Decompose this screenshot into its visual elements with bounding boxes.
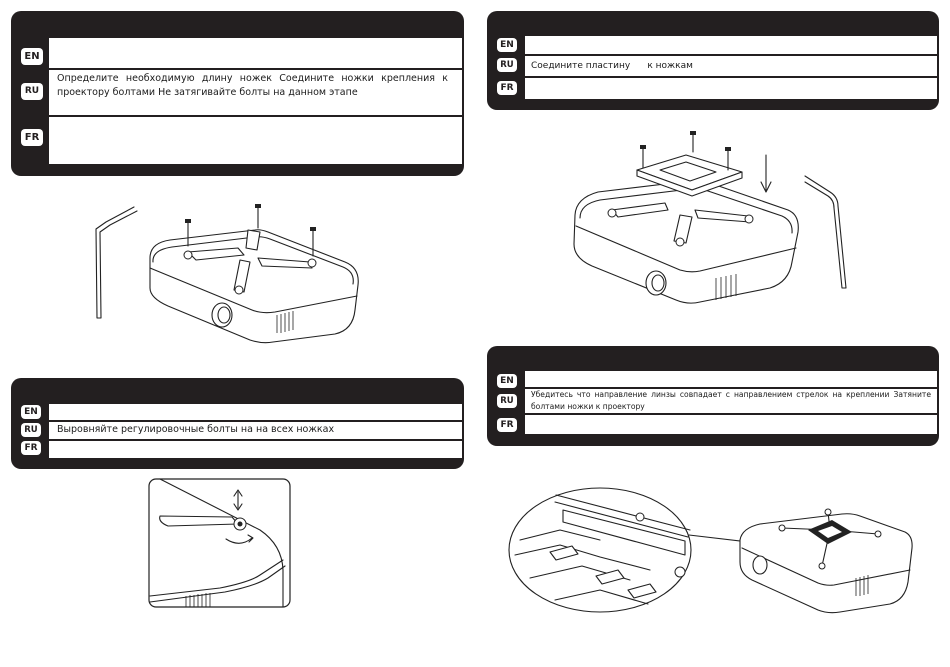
step3-ru-row: Соедините пластину к ножкам <box>525 56 937 76</box>
badge-fr: FR <box>21 129 43 146</box>
step4-en-row <box>525 371 937 387</box>
step1-fr-row <box>49 117 462 164</box>
step4-fr-row <box>525 415 937 434</box>
badge-en: EN <box>21 48 43 65</box>
badge-fr: FR <box>497 418 517 432</box>
step4-ru-text: Убедитесь что направление линзы совпадае… <box>531 390 931 411</box>
allen-key-icon <box>804 175 847 289</box>
badge-ru: RU <box>497 58 517 72</box>
badge-ru: RU <box>497 394 517 408</box>
badge-en: EN <box>497 374 517 388</box>
badge-fr: FR <box>21 441 41 455</box>
step1-ru-text: Определите необходимую длину ножек Соеди… <box>57 73 448 98</box>
badge-ru: RU <box>21 423 41 437</box>
step3-en-row <box>525 36 937 54</box>
projector-body <box>149 229 359 344</box>
step3-panel: EN RU FR Соедините пластину к ножкам <box>487 11 939 110</box>
step3-ru-text: Соедините пластину к ножкам <box>531 61 693 71</box>
step2-en-row <box>49 404 462 420</box>
step2-fr-row <box>49 441 462 458</box>
allen-key-icon <box>95 206 138 319</box>
step1-ru-row: Определите необходимую длину ножек Соеди… <box>49 70 462 115</box>
badge-ru: RU <box>21 83 43 100</box>
down-arrow-icon <box>760 154 772 193</box>
step2-panel: EN RU FR Выровняйте регулировочные болты… <box>11 378 464 469</box>
step3-fr-row <box>525 78 937 99</box>
zoom-circle <box>508 487 692 613</box>
mounting-plate <box>636 154 743 191</box>
badge-en: EN <box>497 38 517 52</box>
step1-en-row <box>49 38 462 68</box>
badge-en: EN <box>21 405 41 419</box>
step4-panel: EN RU FR Убедитесь что направление линзы… <box>487 346 939 446</box>
step4-ru-row: Убедитесь что направление линзы совпадае… <box>525 389 937 413</box>
step2-ru-text: Выровняйте регулировочные болты на на вс… <box>57 424 335 435</box>
badge-fr: FR <box>497 81 517 95</box>
step2-ru-row: Выровняйте регулировочные болты на на вс… <box>49 422 462 439</box>
step1-panel: EN RU FR Определите необходимую длину но… <box>11 11 464 176</box>
